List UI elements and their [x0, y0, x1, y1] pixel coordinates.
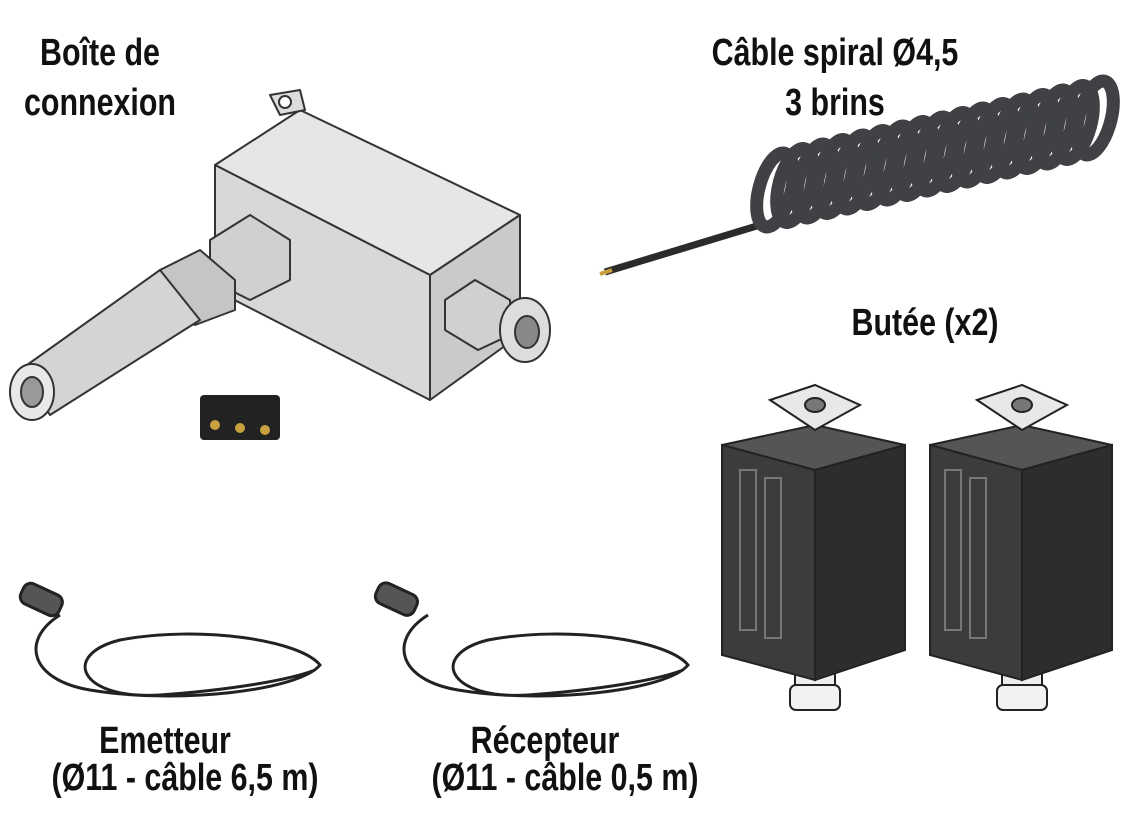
terminal-block-illustration: [200, 395, 280, 440]
stop-label: Butée (x2): [851, 302, 999, 344]
junction-box-illustration: [9, 89, 551, 421]
spiral-coil: [1050, 79, 1100, 166]
stop-illustration-1: [721, 383, 906, 711]
receiver-label: Récepteur: [470, 720, 620, 762]
receiver-illustration: [373, 581, 690, 698]
spiral-cable-label-line2: 3 brins: [785, 82, 885, 124]
spiral-coil: [1070, 74, 1120, 162]
junction-box-label-line2: connexion: [23, 82, 177, 124]
emitter-cable-spec: (Ø11 - câble 6,5 m): [51, 757, 319, 799]
spiral-cable-illustration: [599, 74, 1120, 276]
stop-illustration-2: [929, 383, 1113, 711]
junction-box-label-line1: Boîte de: [40, 32, 160, 74]
spiral-cable-label-line1: Câble spiral Ø4,5: [711, 32, 959, 74]
emitter-illustration: [18, 581, 322, 698]
receiver-cable-spec: (Ø11 - câble 0,5 m): [431, 757, 699, 799]
emitter-label: Emetteur: [99, 720, 231, 762]
